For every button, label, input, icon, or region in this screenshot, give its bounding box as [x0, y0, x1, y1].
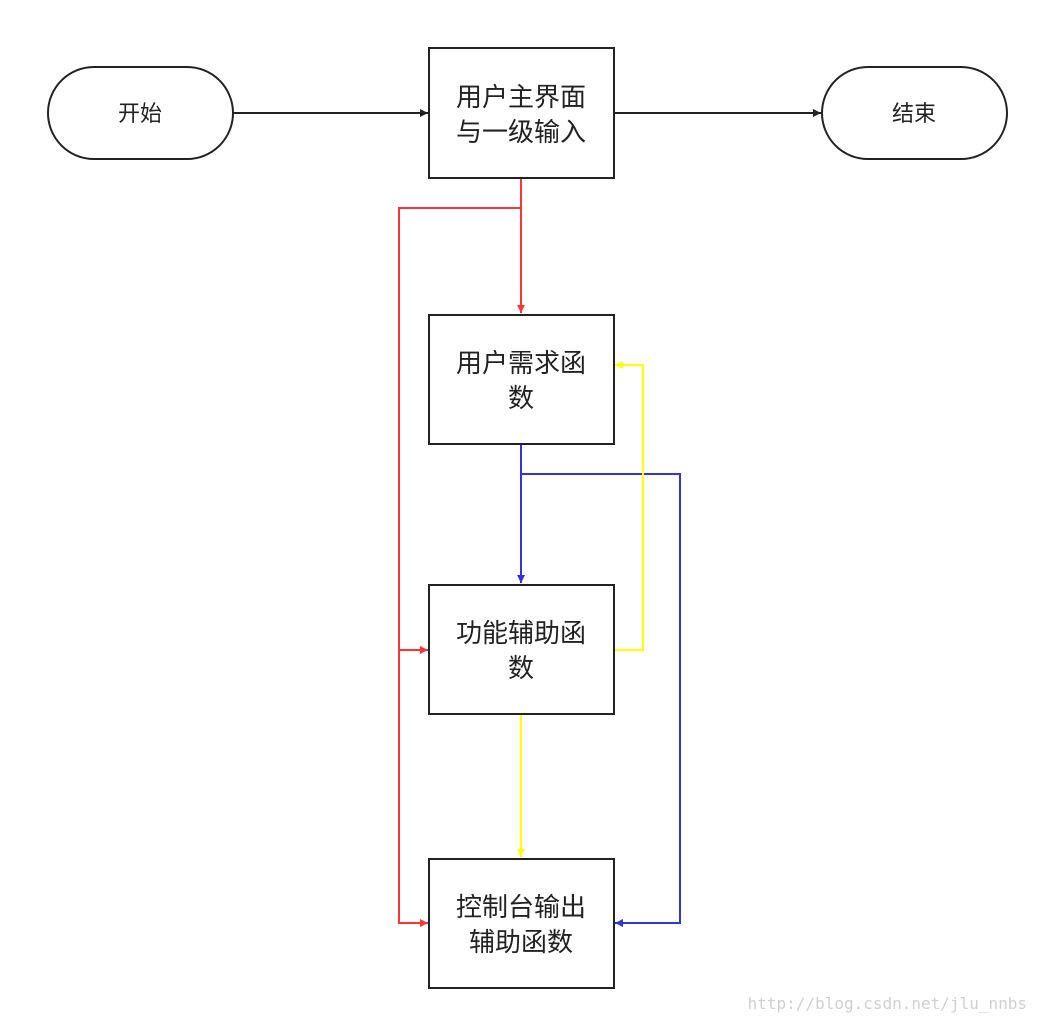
- edge-helper-to-need: [614, 361, 644, 651]
- node-need-line1: 用户需求函: [456, 349, 586, 379]
- edge-main-to-console: [398, 650, 428, 927]
- edge-need-to-console: [521, 473, 681, 927]
- node-main-line1: 用户主界面: [456, 83, 586, 113]
- node-main-line2: 与一级输入: [456, 118, 586, 148]
- node-start: 开始: [47, 66, 234, 160]
- node-helper: 功能辅助函 数: [428, 584, 615, 715]
- watermark: http://blog.csdn.net/jlu_nnbs: [747, 994, 1027, 1013]
- node-console: 控制台输出 辅助函数: [428, 858, 615, 989]
- node-main: 用户主界面 与一级输入: [428, 47, 615, 179]
- node-helper-line2: 数: [508, 654, 534, 684]
- node-console-line1: 控制台输出: [456, 893, 586, 923]
- node-need-line2: 数: [508, 384, 534, 414]
- node-need: 用户需求函 数: [428, 314, 615, 445]
- node-start-label: 开始: [118, 102, 162, 127]
- node-end: 结束: [821, 66, 1008, 160]
- node-end-label: 结束: [892, 102, 936, 127]
- node-console-line2: 辅助函数: [469, 928, 573, 958]
- edge-main-to-helper: [398, 207, 521, 654]
- node-helper-line1: 功能辅助函: [456, 619, 586, 649]
